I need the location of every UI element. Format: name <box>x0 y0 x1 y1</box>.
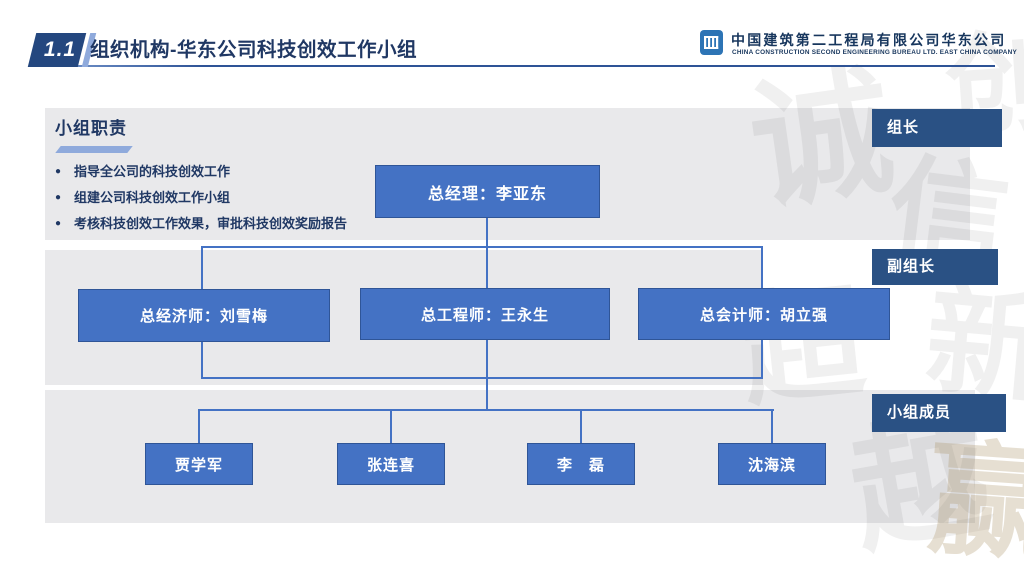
connector-deputy2-down <box>486 340 488 411</box>
company-logo-icon <box>700 30 723 60</box>
connector-drop-member2 <box>390 409 392 444</box>
company-name-en: CHINA CONSTRUCTION SECOND ENGINEERING BU… <box>732 49 1018 56</box>
header-divider <box>30 65 995 67</box>
role-label-leader: 组长 <box>872 109 1002 147</box>
duties-heading: 小组职责 <box>55 119 127 138</box>
company-name-cn: 中国建筑第二工程局有限公司华东公司 <box>731 32 1007 48</box>
bullet-dot-icon: ● <box>55 218 62 229</box>
connector-drop-deputy1 <box>201 246 203 290</box>
role-label-members: 小组成员 <box>872 394 1006 432</box>
connector-drop-member1 <box>198 409 200 444</box>
org-box-member-1: 贾学军 <box>145 443 253 485</box>
org-box-general-manager: 总经理：李亚东 <box>375 165 600 218</box>
connector-leader-down <box>486 218 488 248</box>
bullet-dot-icon: ● <box>55 166 62 177</box>
duties-list: ● 指导全公司的科技创效工作 ● 组建公司科技创效工作小组 ● 考核科技创效工作… <box>55 164 385 242</box>
duty-item: ● 考核科技创效工作效果，审批科技创效奖励报告 <box>55 216 385 232</box>
duty-item: ● 组建公司科技创效工作小组 <box>55 190 385 206</box>
duty-text: 组建公司科技创效工作小组 <box>74 190 231 205</box>
duty-item: ● 指导全公司的科技创效工作 <box>55 164 385 180</box>
org-box-member-3: 李 磊 <box>527 443 635 485</box>
role-label-deputy: 副组长 <box>872 249 998 285</box>
connector-drop-member3 <box>580 409 582 444</box>
connector-drop-member4 <box>771 409 773 444</box>
connector-drop-deputy3 <box>761 246 763 289</box>
connector-row2-horizontal <box>201 246 763 248</box>
connector-deputy3-down <box>761 340 763 379</box>
duty-text: 指导全公司的科技创效工作 <box>74 164 231 179</box>
org-box-chief-accountant: 总会计师：胡立强 <box>638 288 890 340</box>
connector-drop-deputy2 <box>486 246 488 289</box>
org-box-member-2: 张连喜 <box>337 443 445 485</box>
page-title: 组织机构-华东公司科技创效工作小组 <box>90 39 417 61</box>
org-box-member-4: 沈海滨 <box>718 443 826 485</box>
duties-heading-underline <box>55 146 133 153</box>
bullet-dot-icon: ● <box>55 192 62 203</box>
connector-deputy1-down <box>201 341 203 379</box>
duty-text: 考核科技创效工作效果，审批科技创效奖励报告 <box>74 216 348 231</box>
connector-row2-bottom-horizontal <box>201 377 763 379</box>
connector-row3-horizontal <box>199 409 774 411</box>
org-box-chief-engineer: 总工程师：王永生 <box>360 288 610 340</box>
org-box-chief-economist: 总经济师：刘雪梅 <box>78 289 330 342</box>
section-number: 1.1 <box>43 38 77 61</box>
